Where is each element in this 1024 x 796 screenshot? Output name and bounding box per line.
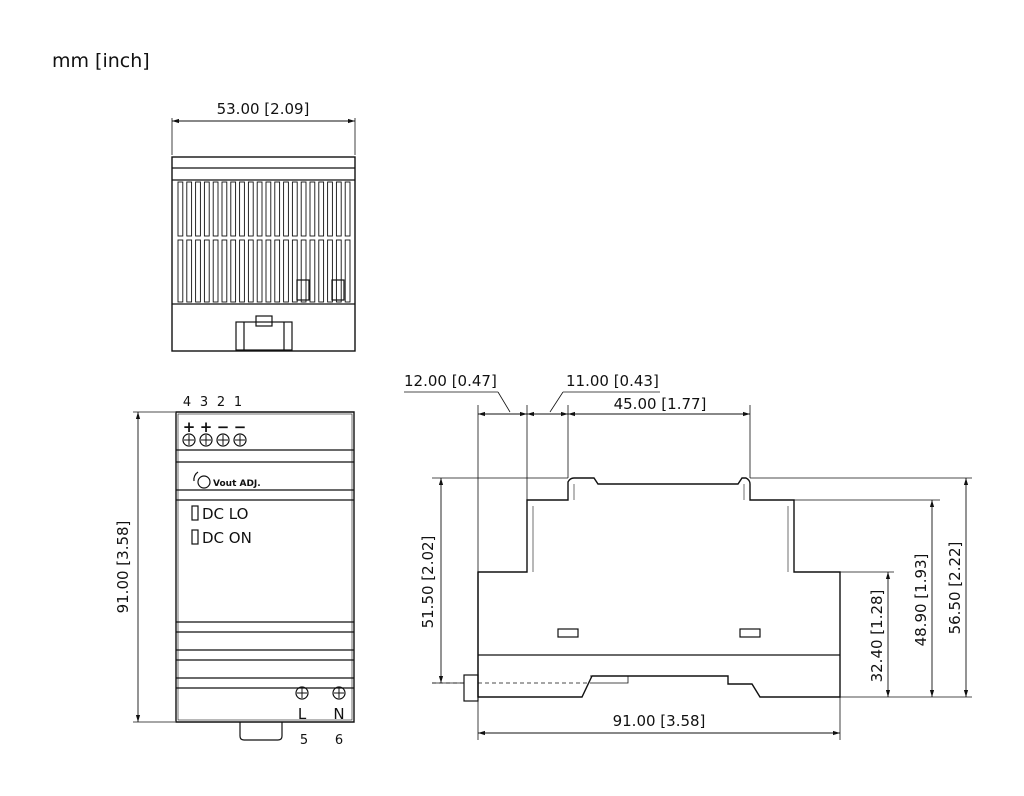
vent-slot — [239, 181, 245, 237]
vent-slot — [283, 239, 289, 303]
bottom-width-dim: 91.00 [3.58] — [613, 712, 706, 730]
led-label-dc-on: DC ON — [202, 529, 252, 547]
left-offset-dim: 12.00 [0.47] — [404, 372, 497, 390]
vent-slot — [309, 239, 316, 303]
vent-slot — [195, 181, 201, 237]
vent-slot — [256, 239, 263, 303]
vent-slot — [265, 181, 272, 237]
top-view — [171, 118, 356, 352]
terminal-number-labels: 4 3 2 1 — [183, 395, 242, 410]
vent-slot — [247, 239, 254, 303]
vent-slot — [309, 181, 316, 237]
side-slot — [739, 628, 761, 638]
vent-slot — [335, 181, 342, 237]
vent-slot — [186, 181, 193, 237]
top-view-body — [171, 156, 356, 352]
front-view-body — [175, 411, 355, 723]
terminal-screw-icon — [332, 686, 346, 700]
units-label: mm [inch] — [52, 50, 150, 72]
front-view — [133, 411, 355, 741]
vent-slot — [274, 239, 281, 303]
vent-slot — [212, 181, 219, 237]
terminal-number-4: 4 — [183, 395, 191, 410]
vent-slot — [221, 239, 228, 303]
side-view — [404, 391, 972, 740]
vent-slot — [291, 181, 298, 237]
right-mid-height-dim: 48.90 [1.93] — [912, 554, 930, 647]
vent-slot — [300, 181, 307, 237]
vent-slot — [318, 181, 325, 237]
terminal-number-3: 3 — [200, 395, 208, 410]
led-label-dc-lo: DC LO — [202, 505, 248, 523]
vent-slot — [230, 181, 237, 237]
input-number-6: 6 — [335, 733, 343, 748]
vent-slot — [256, 181, 263, 237]
output-terminals — [182, 433, 247, 447]
vent-slot — [212, 239, 219, 303]
vent-slot — [203, 181, 210, 237]
vent-slot — [186, 239, 193, 303]
vent-slot — [247, 181, 254, 237]
vent-slot — [283, 181, 289, 237]
adjust-label: Vout ADJ. — [213, 479, 261, 489]
din-clip — [235, 321, 293, 351]
adjust-knob-icon — [197, 475, 211, 489]
vent-slot — [177, 181, 184, 237]
polarity-plus: + — [200, 418, 213, 436]
left-height-dim: 51.50 [2.02] — [419, 536, 437, 629]
vent-slot — [331, 279, 345, 301]
vent-slot — [344, 181, 351, 237]
vent-slot — [344, 239, 351, 303]
top-width-dim: 45.00 [1.77] — [614, 395, 707, 413]
led-dc-on-icon — [191, 529, 199, 545]
vent-slot — [230, 239, 237, 303]
input-label-l: L — [298, 705, 307, 723]
vent-slot — [265, 239, 272, 303]
vent-slot — [195, 239, 201, 303]
input-number-5: 5 — [300, 733, 308, 748]
input-label-n: N — [333, 705, 344, 723]
din-clip-tab — [239, 722, 283, 741]
terminal-number-2: 2 — [217, 395, 225, 410]
vent-slot — [327, 239, 333, 303]
rotate-arrow-icon — [193, 471, 199, 482]
vent-slot — [239, 239, 245, 303]
terminal-polarity-labels: + + − − — [183, 418, 247, 436]
top-width-dim: 53.00 [2.09] — [217, 100, 310, 118]
terminal-screw-icon — [216, 433, 230, 447]
right-full-height-dim: 56.50 [2.22] — [946, 542, 964, 635]
vent-slot — [203, 239, 210, 303]
din-rail-edge — [463, 674, 479, 702]
vent-slot — [177, 239, 184, 303]
right-low-height-dim: 32.40 [1.28] — [868, 590, 886, 683]
vent-slot — [335, 239, 342, 303]
polarity-plus: + — [183, 418, 196, 436]
terminal-number-1: 1 — [234, 395, 242, 410]
vent-slot — [300, 239, 307, 303]
polarity-minus: − — [217, 418, 230, 436]
side-slot — [557, 628, 579, 638]
terminal-screw-icon — [295, 686, 309, 700]
led-dc-lo-icon — [191, 505, 199, 521]
terminal-screw-icon — [182, 433, 196, 447]
step-offset-dim: 11.00 [0.43] — [566, 372, 659, 390]
terminal-screw-icon — [233, 433, 247, 447]
vent-slot — [296, 279, 310, 301]
vent-slot — [291, 239, 298, 303]
vent-slot — [318, 239, 325, 303]
top-vent-grille — [177, 181, 351, 303]
vent-slot — [327, 181, 333, 237]
polarity-minus: − — [234, 418, 247, 436]
vent-slot — [221, 181, 228, 237]
terminal-screw-icon — [199, 433, 213, 447]
vent-slot — [274, 181, 281, 237]
side-view-profile — [477, 477, 841, 698]
front-height-dim: 91.00 [3.58] — [114, 521, 132, 614]
